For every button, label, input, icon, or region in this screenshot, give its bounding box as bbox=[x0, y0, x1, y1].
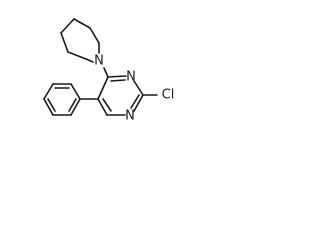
bond-c4-n3 bbox=[107, 75, 127, 78]
bond-ph-1 bbox=[70, 83, 81, 100]
atom-label-cl: Cl bbox=[162, 88, 175, 103]
bond-c6-c5-inner bbox=[102, 98, 112, 112]
structure-canvas: N N N Cl bbox=[0, 0, 200, 140]
bond-pip-7 bbox=[89, 27, 100, 44]
bond-pip-2 bbox=[60, 18, 75, 34]
molecule-diagram: N N N Cl bbox=[43, 18, 175, 124]
bond-c5-c4 bbox=[97, 76, 109, 100]
pyrimidine-ring bbox=[97, 67, 158, 116]
bond-c4-n3-inner bbox=[110, 79, 126, 82]
bond-c2-n1-inner bbox=[130, 94, 140, 109]
atom-label-n3: N bbox=[126, 70, 136, 85]
piperidine-ring bbox=[60, 18, 100, 63]
phenyl-ring bbox=[43, 83, 99, 116]
bond-pip-3 bbox=[60, 32, 69, 53]
bond-ph-6 bbox=[70, 98, 81, 116]
bond-c6-c5 bbox=[97, 98, 108, 116]
bond-ph-3 bbox=[43, 83, 54, 100]
atom-label-n1: N bbox=[125, 109, 135, 124]
bond-n3-c2 bbox=[133, 80, 144, 96]
bond-pip-1 bbox=[73, 18, 91, 29]
atom-label-n-piperidine: N bbox=[94, 54, 104, 69]
bond-ph-4 bbox=[43, 98, 54, 116]
bond-pip-5 bbox=[85, 58, 94, 63]
bond-c2-n1 bbox=[133, 94, 144, 112]
bond-ph-4-inner bbox=[47, 98, 56, 112]
bond-n-c4 bbox=[103, 67, 109, 78]
bond-pip-4 bbox=[67, 51, 87, 60]
bond-ph-6-inner bbox=[68, 98, 77, 112]
